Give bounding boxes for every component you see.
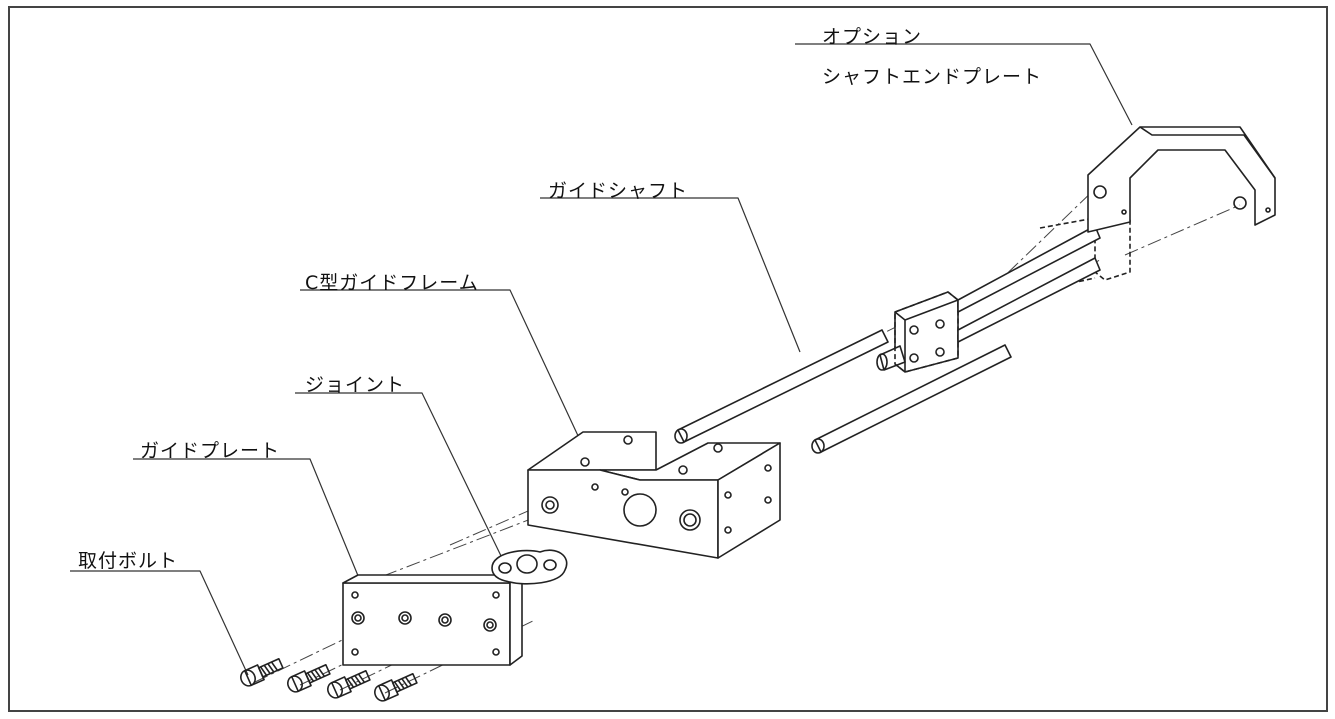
c-guide-frame-label: C型ガイドフレーム [305, 272, 479, 294]
guide-shafts [674, 329, 1012, 454]
guide-shaft-label: ガイドシャフト [548, 180, 689, 202]
mounting-bolts [240, 657, 418, 702]
c-type-guide-frame [527, 431, 781, 559]
guide-plate [342, 574, 523, 666]
mounting-bolt-label: 取付ボルト [78, 550, 179, 572]
leader-lines [70, 43, 1133, 676]
shaft-end-plate [1087, 126, 1276, 233]
joint [491, 549, 568, 585]
guide-plate-label: ガイドプレート [140, 440, 281, 462]
drawing-frame [8, 6, 1328, 712]
option-label: オプション [822, 26, 923, 48]
joint-label: ジョイント [305, 374, 406, 396]
air-cylinder [876, 209, 1131, 373]
shaft-end-plate-label: シャフトエンドプレート [822, 66, 1043, 88]
